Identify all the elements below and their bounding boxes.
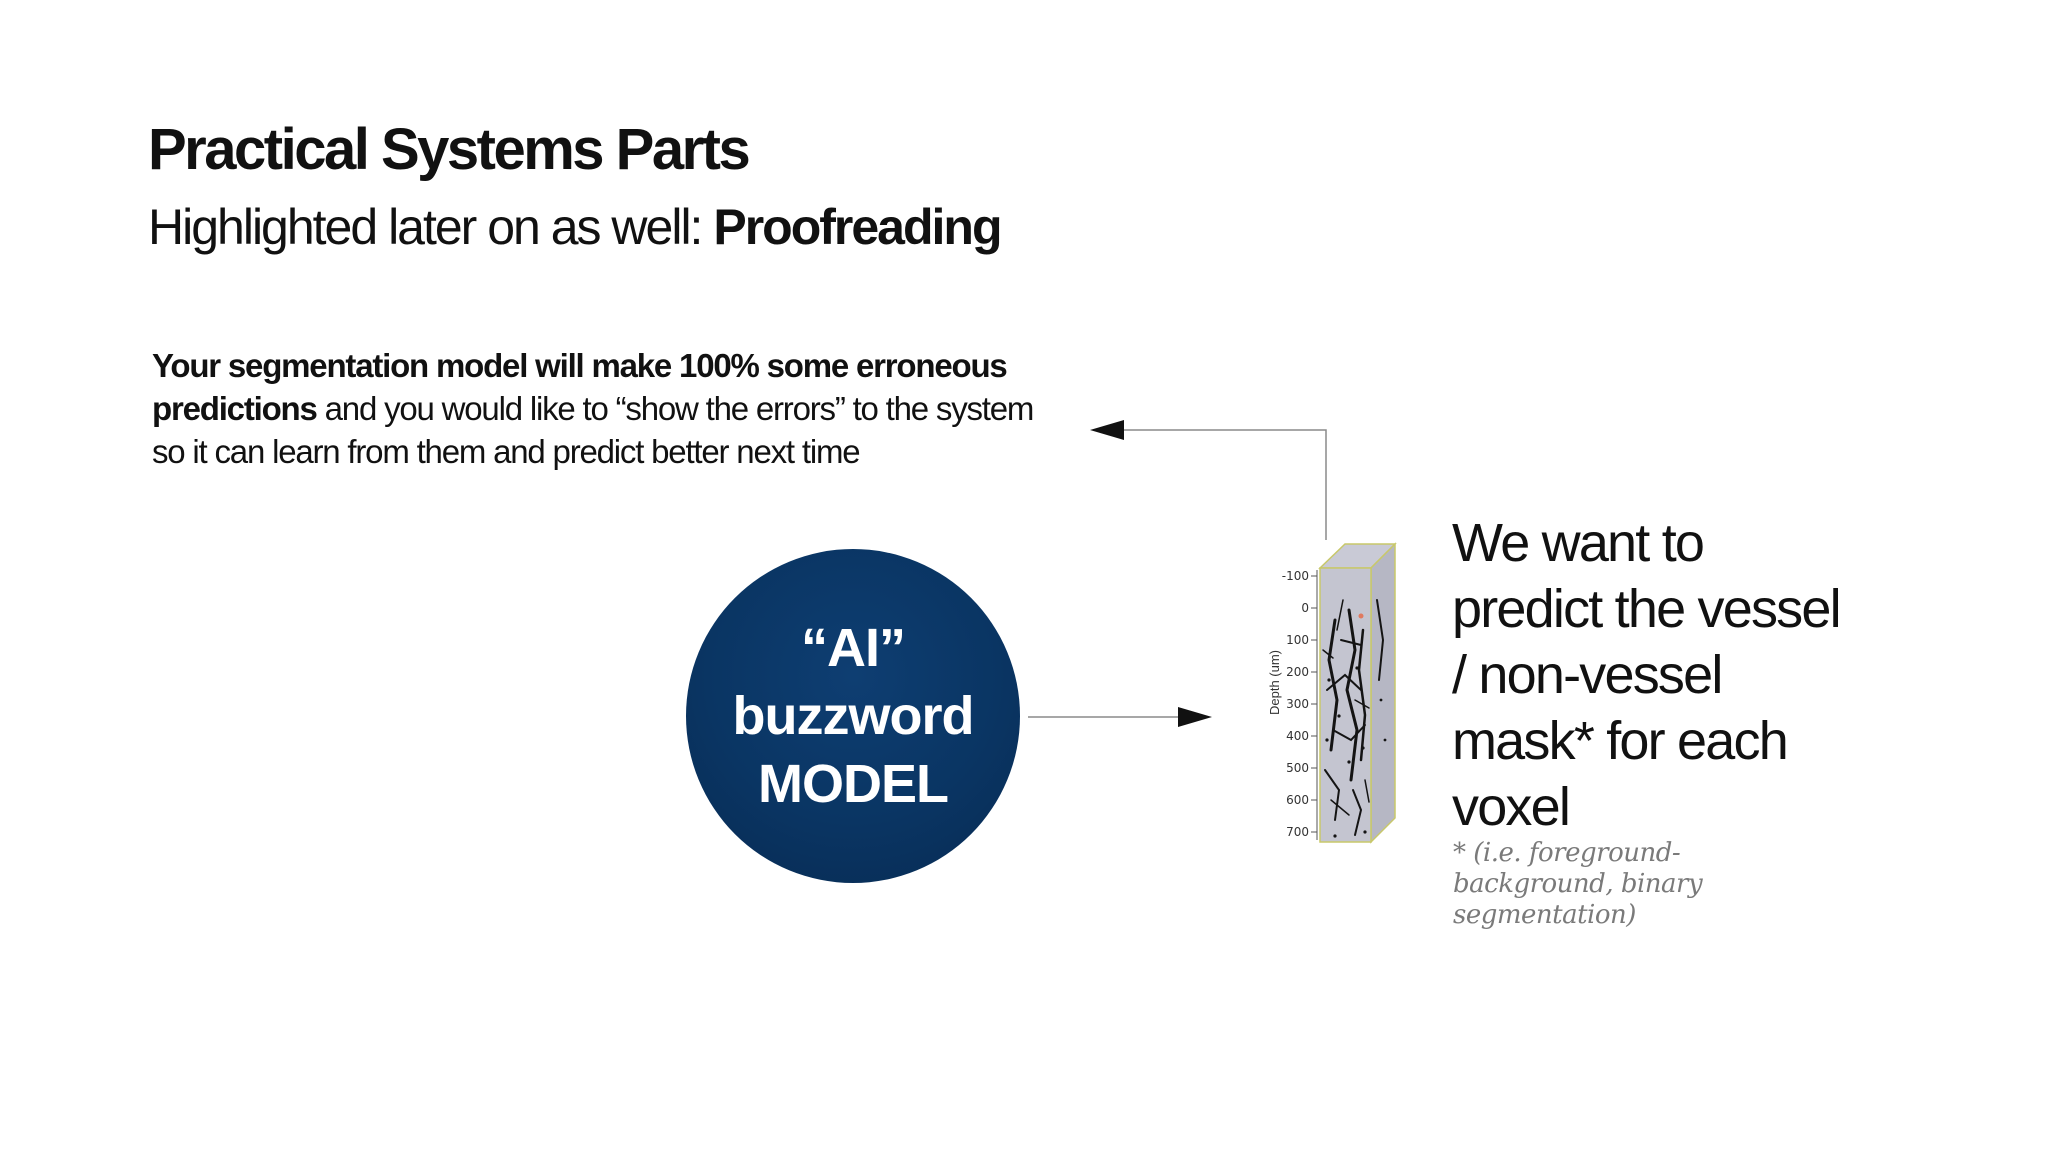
prediction-description: We want to predict the vessel / non-vess…: [1452, 513, 1842, 837]
depth-axis-label: Depth (um): [1267, 649, 1283, 716]
slide-subtitle: Highlighted later on as well: Proofreadi…: [148, 199, 1003, 255]
body-paragraph: Your segmentation model will make 100% s…: [152, 344, 1052, 473]
depth-tick-label: 300: [1286, 697, 1309, 711]
depth-tick-label: 600: [1286, 793, 1309, 807]
body-emphasis: Your segmentation model will make 100% s…: [152, 347, 1008, 427]
depth-tick-label: 200: [1286, 665, 1309, 679]
vessel-volume-graphic: -100 0 100 200 300 400 500 600 700: [1282, 542, 1397, 844]
subtitle-emphasis: Proofreading: [713, 199, 1002, 255]
depth-tick-label: 0: [1301, 601, 1309, 615]
vessel-volume-figure: -100 0 100 200 300 400 500 600 700 Depth…: [1265, 540, 1405, 860]
model-to-volume-arrowhead: [1178, 707, 1212, 727]
depth-tick-label: -100: [1282, 569, 1309, 583]
ai-model-circle: “AI” buzzword MODEL: [686, 549, 1020, 883]
prediction-footnote: * (i.e. foreground-background, binary se…: [1453, 838, 1703, 930]
model-line-buzzword: buzzword: [732, 686, 975, 746]
slide-title: Practical Systems Parts: [148, 117, 751, 182]
subtitle-prefix: Highlighted later on as well:: [148, 199, 703, 255]
depth-tick-label: 700: [1286, 825, 1309, 839]
depth-tick-label: 400: [1286, 729, 1309, 743]
feedback-arrowhead: [1090, 420, 1124, 440]
depth-tick-label: 100: [1286, 633, 1309, 647]
feedback-arrow-line: [1114, 429, 1327, 540]
body-rest: and you would like to “show the errors” …: [152, 390, 1034, 470]
depth-tick-label: 500: [1286, 761, 1309, 775]
model-line-model: MODEL: [758, 754, 949, 814]
model-line-ai: “AI”: [801, 618, 906, 678]
